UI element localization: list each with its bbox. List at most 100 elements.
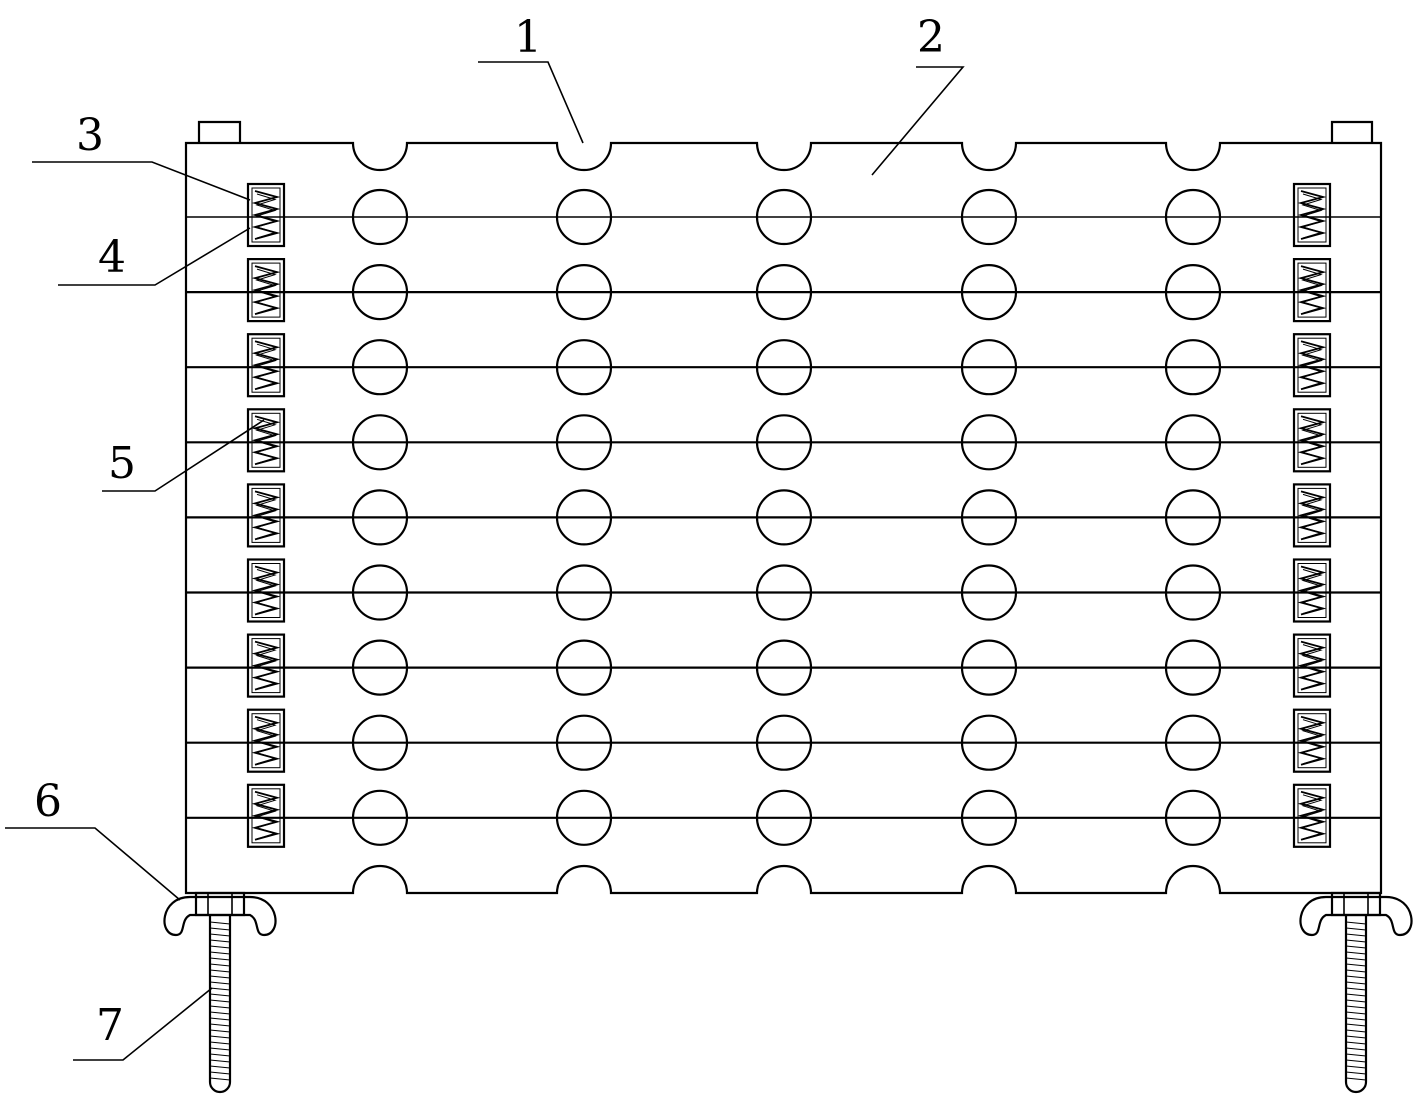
rod-thread [1345, 951, 1367, 955]
hole-circle [1164, 789, 1222, 846]
hole-circle [351, 714, 409, 771]
hole-circle [1164, 564, 1222, 621]
spring-coil-inner [255, 493, 277, 539]
label-1: 1 [514, 12, 542, 63]
hole-circle [555, 339, 613, 396]
hole-circle [351, 264, 409, 321]
rod-thread [209, 1035, 231, 1039]
spring-box [246, 633, 286, 698]
hole-circle [960, 639, 1018, 696]
rod-thread [209, 1053, 231, 1057]
hole-circle [351, 188, 409, 246]
rod-thread [1345, 939, 1367, 943]
hole-circle [960, 789, 1018, 846]
mounting-clip [163, 891, 277, 1094]
rod-thread [1345, 1017, 1367, 1021]
rod-thread [1345, 933, 1367, 937]
hole-circle [960, 564, 1018, 621]
spring-coil-inner [1301, 268, 1323, 314]
hole-circle [755, 789, 813, 846]
hole-circle [351, 639, 409, 696]
rod-thread [1345, 981, 1367, 985]
rod-thread [209, 981, 231, 985]
rod-thread [209, 951, 231, 955]
spring-box [246, 182, 286, 248]
hole-circle [960, 714, 1018, 771]
spring-box [1292, 783, 1332, 848]
label-6: 6 [34, 776, 62, 827]
rod-thread [209, 1029, 231, 1033]
hole-circle [755, 414, 813, 471]
hole-circle [1164, 414, 1222, 471]
spring-box-outline [246, 558, 286, 623]
rod-thread [1345, 987, 1367, 991]
leader-6 [5, 827, 181, 901]
spring-box [246, 258, 286, 323]
hole-circle [960, 264, 1018, 321]
rod-thread [209, 957, 231, 961]
clip-nut [194, 891, 246, 917]
spring-box-outline [246, 783, 286, 848]
label-4: 4 [98, 232, 126, 283]
rod-thread [1345, 1053, 1367, 1057]
spring-box-outline [246, 708, 286, 773]
spring-coil-inner [1301, 343, 1323, 389]
hole-circle [755, 714, 813, 771]
hole-circle [351, 564, 409, 621]
rod-thread [1345, 1041, 1367, 1045]
leader-7 [73, 987, 213, 1061]
top-left-tab [197, 120, 242, 143]
spring-box [246, 483, 286, 548]
hole-circle [555, 489, 613, 546]
rod-thread [1345, 975, 1367, 979]
spring-coil-inner [255, 569, 277, 614]
rod-thread [1345, 1065, 1367, 1069]
spring-box-outline [1292, 708, 1332, 773]
rod-thread [209, 1077, 231, 1081]
rod-thread [209, 1005, 231, 1009]
spring-coil-inner [255, 268, 277, 314]
hole-circle [1164, 339, 1222, 396]
hole-circle [555, 188, 613, 246]
rod-thread [1345, 1059, 1367, 1063]
rod-thread [209, 975, 231, 979]
spring-box-outline [246, 483, 286, 548]
rod-thread [209, 927, 231, 931]
mounting-clip [1299, 891, 1413, 1094]
spring-coil-inner [1301, 644, 1323, 690]
label-3: 3 [76, 110, 104, 161]
bottom-hardware [163, 891, 1413, 1094]
spring-coil-inner [255, 719, 277, 765]
spring-box-outline [1292, 558, 1332, 623]
hole-circle [755, 264, 813, 321]
horizontal-lines [186, 216, 1381, 819]
leader-lines [5, 61, 965, 1061]
spring-coil-inner [255, 193, 277, 239]
hole-circle [960, 489, 1018, 546]
hole-circle [960, 339, 1018, 396]
threaded-rod [208, 915, 232, 1094]
hole-circle [555, 714, 613, 771]
rod-thread [1345, 945, 1367, 949]
spring-box-outline [246, 182, 286, 248]
rod-thread [1345, 1035, 1367, 1039]
spring-box-outline [246, 633, 286, 698]
hole-circle [755, 639, 813, 696]
spring-coil-inner [255, 794, 277, 840]
rod-thread [209, 969, 231, 973]
spring-box [1292, 182, 1332, 248]
hole-circle [1164, 489, 1222, 546]
rod-thread [209, 1023, 231, 1027]
spring-boxes [246, 182, 1332, 848]
spring-box-outline [1292, 408, 1332, 473]
hole-circle [555, 789, 613, 846]
hole-circle [555, 264, 613, 321]
spring-box [246, 783, 286, 848]
rod-thread [209, 939, 231, 943]
hole-circle [755, 564, 813, 621]
leader-2 [871, 66, 965, 176]
spring-box-outline [1292, 333, 1332, 398]
rod-thread [209, 987, 231, 991]
spring-box [1292, 333, 1332, 398]
